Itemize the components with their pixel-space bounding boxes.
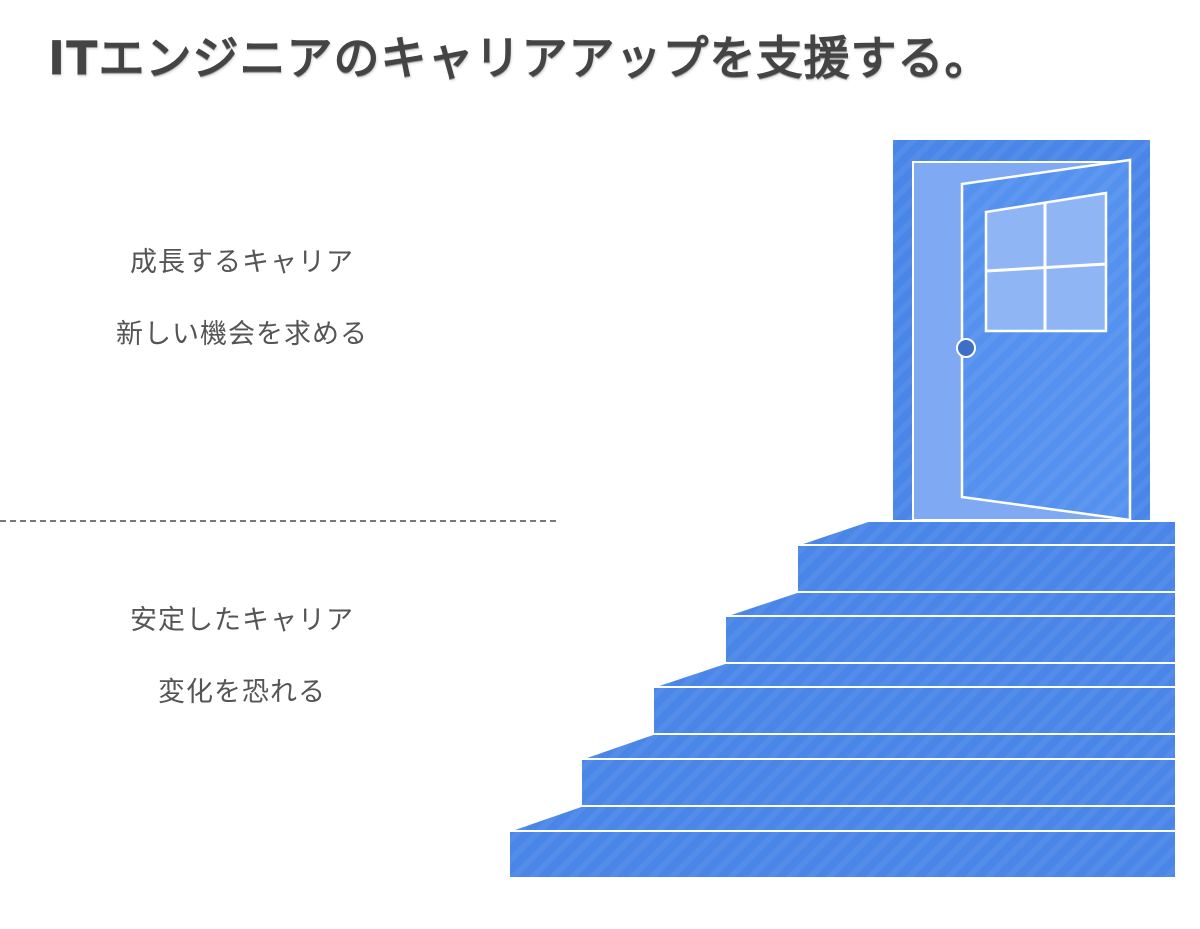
dashed-divider: [0, 520, 556, 522]
door-window-icon: [984, 191, 1108, 333]
stairs-icon: [508, 520, 1177, 879]
lower-label-stable-career: 安定したキャリア: [130, 605, 354, 636]
door-knob-icon: [956, 338, 976, 358]
door-icon: [893, 140, 1150, 522]
upper-label-growing-career: 成長するキャリア: [130, 247, 354, 278]
lower-label-fear-change: 変化を恐れる: [158, 677, 326, 708]
page-title: ITエンジニアのキャリアアップを支援する。: [48, 31, 992, 85]
upper-label-seek-opportunity: 新しい機会を求める: [116, 319, 368, 350]
